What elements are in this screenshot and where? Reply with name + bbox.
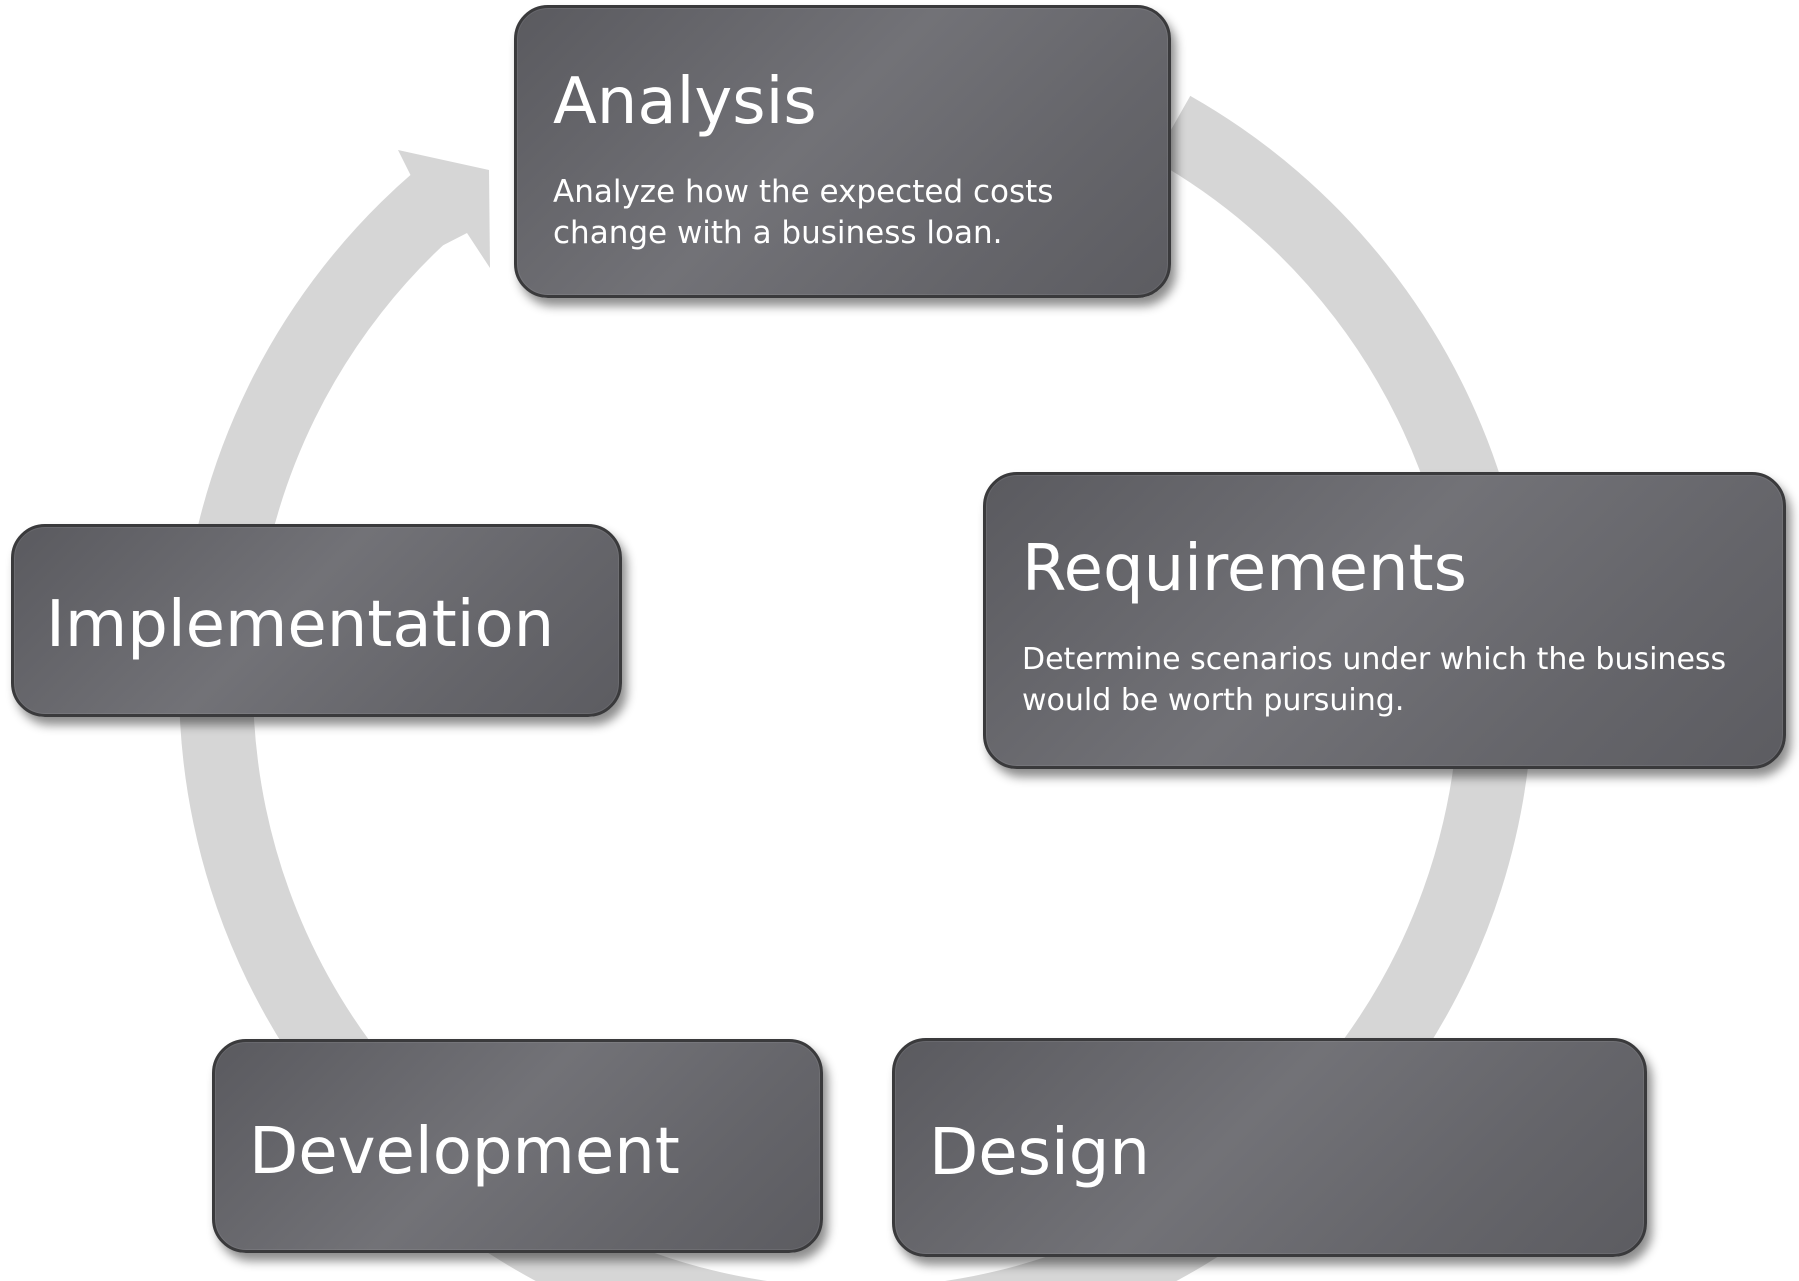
step-analysis-description: Analyze how the expected costs change wi… (553, 174, 1054, 251)
cycle-arrow-head (398, 150, 490, 268)
step-analysis: Analysis Analyze how the expected costs … (514, 5, 1171, 298)
step-design-title: Design (929, 1116, 1150, 1190)
step-requirements-description: Determine scenarios under which the busi… (1022, 642, 1727, 718)
step-implementation: Implementation (11, 524, 622, 717)
step-requirements-title: Requirements (1022, 532, 1467, 606)
step-analysis-title: Analysis (553, 65, 817, 139)
step-design: Design (892, 1038, 1647, 1257)
step-implementation-title: Implementation (46, 588, 555, 662)
step-development-title: Development (249, 1115, 680, 1189)
step-requirements: Requirements Determine scenarios under w… (983, 472, 1786, 769)
step-development: Development (212, 1039, 823, 1253)
